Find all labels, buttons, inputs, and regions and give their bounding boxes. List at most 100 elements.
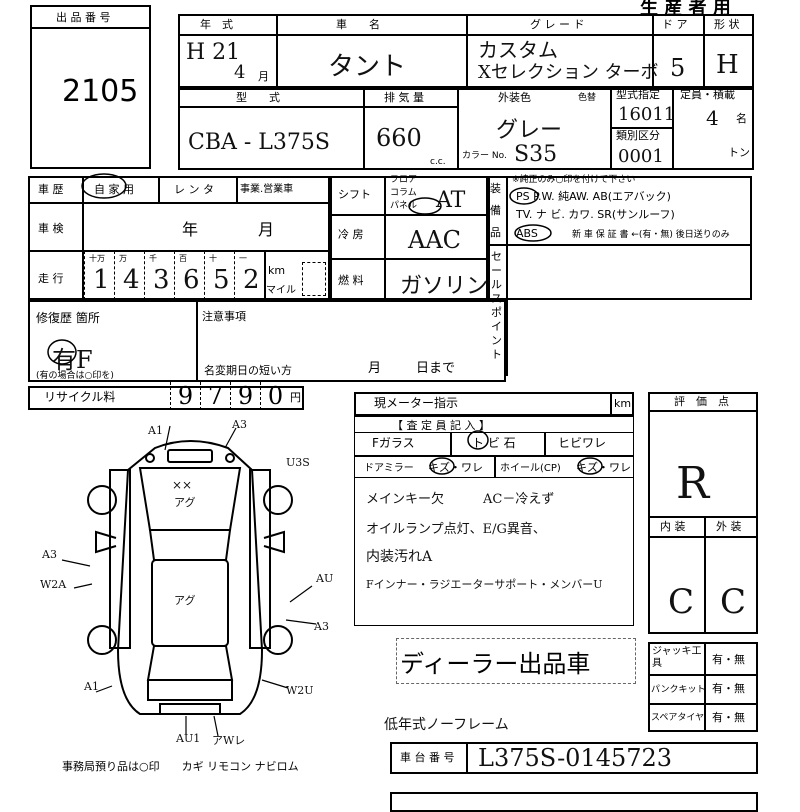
exterior-value: C — [720, 582, 747, 622]
capacity-label: 定員・積載 — [680, 88, 735, 101]
aircon-label: 冷 房 — [338, 228, 364, 241]
door-label: ド ア — [662, 18, 688, 31]
displacement-label: 排 気 量 — [384, 91, 424, 104]
mileage-digit: 5 — [213, 265, 230, 295]
year-value: H 21 — [186, 40, 241, 65]
history-opt-rental: レ ン タ — [174, 183, 214, 196]
mark-ag-front: アグ — [174, 496, 196, 509]
vehicle-row2 — [178, 88, 754, 170]
name-change-label: 名変期日の短い方 — [204, 364, 292, 377]
cc-unit: c.c. — [430, 157, 446, 167]
color-no-label: カラー No. — [462, 151, 507, 161]
mileage-digit: 4 — [123, 265, 140, 295]
name-value: タント — [328, 52, 407, 82]
shape-value: H — [716, 50, 739, 80]
inspector-line4: Fインナー・ラジエーターサポート・メンバーU — [366, 578, 603, 591]
equipment-note: ※純正のみ○印を付けて下さい — [512, 175, 636, 185]
capacity-value: 4 — [706, 106, 719, 130]
recycle-digit: 9 — [230, 382, 260, 410]
spec-block — [330, 176, 488, 300]
dealer-stamp — [396, 638, 636, 684]
grade-line1: カスタム — [478, 38, 558, 62]
rating-label: 評 価 点 — [674, 395, 729, 408]
equipment-line1: PS P.W. 純AW. AB(エアバック) — [516, 190, 671, 203]
footer-text: 事務局預り品は○印 カギ リモコン ナビロム — [62, 760, 299, 773]
shift-opt-panel: パネル — [390, 201, 418, 211]
mileage-cell: 十万 1 — [84, 251, 114, 300]
chassis-block — [390, 742, 758, 774]
recycle-digit: 9 — [170, 382, 200, 410]
inspector-line1: メインキー欠 AC－冷えず — [366, 492, 555, 507]
mileage-unit-label: 万 — [119, 254, 127, 263]
class-label: 類別区分 — [616, 129, 660, 142]
interior-label: 内 装 — [660, 520, 686, 533]
glass-opt-crack: ヒビワレ — [558, 436, 607, 450]
recycle-label: リサイクル料 — [44, 390, 116, 404]
history-block — [28, 176, 330, 300]
month-value: 4 — [234, 62, 246, 83]
inspection-month: 月 — [258, 220, 275, 239]
mileage-digit: 1 — [93, 265, 110, 295]
shift-label: シフト — [338, 188, 371, 201]
rating-block — [648, 392, 758, 634]
extras-block — [648, 642, 758, 732]
type-value: 16011 — [618, 104, 676, 125]
name-change-month: 月 — [368, 361, 382, 376]
recycle-block — [28, 386, 304, 410]
lot-number-box — [30, 5, 151, 169]
inspector-block — [354, 416, 634, 626]
inspector-line2: オイルランプ点灯、E/G異音、 — [366, 522, 546, 537]
model-value: CBA - L375S — [188, 130, 330, 155]
door-value: 5 — [670, 54, 686, 82]
extras-spare-label: スペアタイヤ — [651, 713, 705, 723]
mark-a1-left: A1 — [84, 680, 99, 693]
repair-label: 修復歴 箇所 — [36, 311, 100, 325]
chassis-label: 車 台 番 号 — [400, 751, 455, 764]
chassis-value: L375S-0145723 — [478, 744, 673, 772]
color-no-value: S35 — [514, 142, 558, 167]
ton-unit: トン — [728, 146, 750, 159]
repair-block — [28, 300, 506, 382]
aircon-value: AAC — [408, 226, 462, 254]
color-label: 外装色 — [498, 91, 531, 104]
mark-w2u: W2U — [286, 684, 314, 697]
grade-line2: Xセレクション ターボ — [478, 62, 659, 83]
grade-label: グ レ ー ド — [530, 18, 585, 31]
recycle-digit: 0 — [260, 382, 290, 410]
color-value: グレー — [496, 118, 563, 143]
rating-value: R — [676, 458, 710, 509]
extras-jack-value: 有・無 — [712, 653, 745, 666]
mark-aw: アWレ — [212, 734, 246, 747]
model-label: 型 式 — [236, 91, 280, 104]
glass-label: Fガラス — [372, 436, 415, 450]
mark-a3-right: A3 — [314, 620, 329, 633]
wheel-opt: キズ・ワレ — [576, 461, 631, 474]
meter-label: 現メーター指示 — [374, 396, 459, 410]
mark-xx: ×× — [172, 478, 193, 492]
month-suffix: 月 — [258, 70, 269, 83]
mileage-digit: 6 — [183, 265, 200, 295]
mark-u3s: U3S — [286, 456, 310, 469]
equipment-abs: ABS — [516, 227, 538, 240]
recycle-digit: 7 — [200, 382, 230, 410]
km-label: km — [268, 264, 286, 277]
mile-label: マイル — [266, 285, 296, 296]
displacement-value: 660 — [376, 124, 422, 152]
mileage-unit-label: 百 — [179, 254, 187, 263]
repair-note: (有の場合は○印を) — [36, 371, 114, 381]
mileage-unit-label: 十万 — [89, 254, 105, 263]
mirror-label: ドアミラー — [364, 463, 414, 474]
history-opt-business: 事業.営業車 — [240, 184, 294, 195]
interior-value: C — [668, 582, 695, 622]
mark-au: AU — [316, 572, 334, 585]
name-label: 車 名 — [336, 18, 380, 31]
extras-puncture-label: パンクキット — [651, 685, 706, 695]
meter-unit: km — [614, 397, 632, 410]
inspector-label: 【 査 定 員 記 入 】 — [392, 419, 490, 432]
bottom-note: 低年式ノーフレーム — [384, 717, 509, 733]
